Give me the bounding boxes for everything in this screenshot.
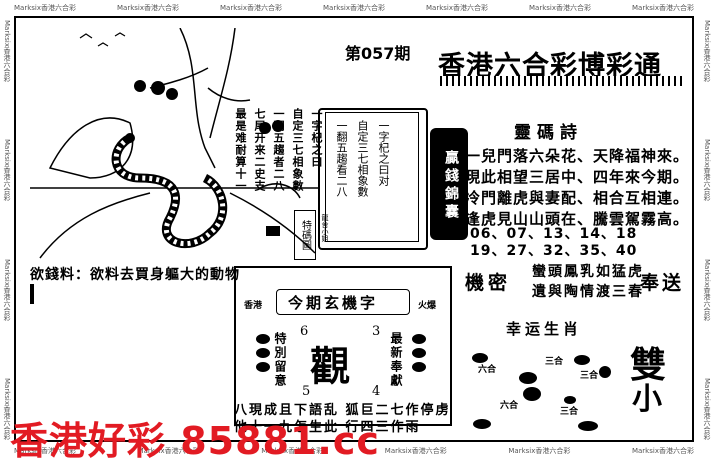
scroll-inner (325, 112, 419, 242)
scroll-column: 一字杞之曰对 (377, 120, 390, 186)
xuanji-line: 八現成且下語乱 狐巨二七作停虏 (234, 403, 451, 418)
zodiac-animal-icons (472, 353, 611, 431)
jimi-lines: 蠻頭鳳乳如猛虎 遺與陶情渡三春 (532, 262, 644, 302)
animal-icons-left (256, 334, 270, 372)
border-text: Marksix香港六合彩 (632, 4, 694, 12)
xiao-char: 小 (632, 382, 662, 417)
border-text: Marksix香港六合彩 (703, 377, 711, 440)
border-text: Marksix香港六合彩 (117, 4, 179, 12)
border-text: Marksix香港六合彩 (3, 139, 11, 202)
xuanji-right-label: 火爆 (418, 301, 437, 311)
issue-number: 第057期 (345, 44, 411, 63)
animal-icons-right (412, 334, 426, 372)
border-text: Marksix香港六合彩 (323, 4, 385, 12)
animal-icon (256, 334, 270, 344)
riddle-text: 欲錢料：欲料去買身軀大的動物 (30, 267, 240, 283)
border-text: Marksix香港六合彩 (14, 447, 76, 455)
xuanji-left-label: 香港 (244, 301, 263, 311)
border-text: Marksix香港六合彩 (3, 258, 11, 321)
xuanji-big-char: 觀 (310, 343, 350, 390)
scroll-column: 自定三七相象數 (356, 120, 369, 197)
xuanji-number: 5 (302, 384, 311, 399)
scroll-text: 一字杞之曰对 自定三七相象數 一翻五趨看二八 (333, 120, 391, 232)
brand-stripes (440, 76, 685, 86)
animal-icon (256, 348, 270, 358)
lucky-title: 幸运生肖 (506, 320, 583, 338)
hehe-label: 三合 (545, 357, 564, 367)
xuanji-box (234, 266, 452, 426)
bensong-label: 奉送 (640, 272, 685, 294)
xuanji-left-vertical: 特別留意 (273, 332, 287, 388)
xuanji-title-frame (276, 289, 410, 315)
shuang-char: 雙 (630, 344, 667, 386)
ling-ma-line: 現此相望三居中、四年來今期。 (465, 168, 690, 186)
ling-ma-line: 逢虎見山山頭在、騰雲駕霧高。 (465, 210, 690, 228)
scroll-column: 一翻五趨看二八 (335, 120, 348, 197)
border-text: Marksix香港六合彩 (3, 377, 11, 440)
scroll-frame (318, 108, 428, 250)
border-text: Marksix香港六合彩 (3, 20, 11, 82)
money-bag-icon (430, 128, 468, 240)
border-text: Marksix香港六合彩 (529, 4, 591, 12)
border-text: Marksix香港六合彩 (508, 447, 571, 455)
xuanji-number: 4 (372, 384, 381, 399)
border-text: Marksix香港六合彩 (137, 447, 200, 455)
border-text: Marksix香港六合彩 (703, 139, 711, 202)
border-text: Marksix香港六合彩 (14, 4, 76, 12)
border-right: Marksix香港六合彩 Marksix香港六合彩 Marksix香港六合彩 M… (702, 20, 712, 440)
poem-column: 一翻五趨者二八 (272, 108, 285, 192)
animal-icon (412, 362, 426, 372)
hehe-label: 三合 (580, 371, 599, 381)
ling-ma-numbers: 06、07、13、14、18 19、27、32、35、40 (470, 226, 637, 260)
hehe-label: 三合 (560, 407, 579, 417)
border-left: Marksix香港六合彩 Marksix香港六合彩 Marksix香港六合彩 M… (2, 20, 12, 440)
border-text: Marksix香港六合彩 (426, 4, 488, 12)
border-text: Marksix香港六合彩 (703, 258, 711, 321)
poem-column: 最是难耐算十一 (234, 108, 247, 192)
snake-tree-illustration (30, 28, 320, 259)
xuanji-line: 他十一九怎生此 行四三作雨 (234, 420, 421, 435)
tema-label: 特碼圖 (294, 210, 316, 260)
jimi-line: 遺與陶情渡三春 (532, 284, 644, 300)
animal-icon (412, 334, 426, 344)
ling-ma-line: 冷門離虎與妻配、相合互相連。 (465, 189, 690, 207)
riddle-bar (30, 284, 34, 304)
jimi-line: 蠻頭鳳乳如猛虎 (532, 264, 644, 280)
number-row: 06、07、13、14、18 (470, 226, 638, 242)
ling-ma-title: 靈碼詩 (514, 123, 583, 143)
jimi-label: 機密 (465, 272, 512, 294)
animal-icon (412, 348, 426, 358)
ling-ma-line: 一兒門落六朵花、天降福神來。 (465, 147, 690, 165)
xuanji-title: 今期玄機字 (288, 294, 379, 312)
poem-column: 自定三七相象數 (291, 108, 304, 192)
hehe-label: 六合 (478, 365, 497, 375)
poem-column: 七尾开来二史支 (253, 108, 266, 192)
border-bottom: Marksix香港六合彩 Marksix香港六合彩 Marksix香港六合彩 M… (14, 446, 694, 456)
border-text: Marksix香港六合彩 (631, 447, 694, 455)
scroll-small-label: 龍舍小姐 (321, 214, 329, 242)
hehe-label: 六合 (500, 401, 519, 411)
border-text: Marksix香港六合彩 (261, 447, 324, 455)
bag-label: 贏錢錦囊 (443, 150, 459, 222)
illustration-poem: 一字杞之曰 自定三七相象數 一翻五趨者二八 七尾开来二史支 最是难耐算十一 (232, 108, 324, 240)
xuanji-number: 3 (372, 324, 381, 339)
xuanji-bottom-lines: 八現成且下語乱 狐巨二七作停虏 他十一九怎生此 行四三作雨 (234, 402, 456, 436)
border-text: Marksix香港六合彩 (703, 20, 711, 82)
border-text: Marksix香港六合彩 (220, 4, 282, 12)
ling-ma-lines: 一兒門落六朵花、天降福神來。 現此相望三居中、四年來今期。 冷門離虎與妻配、相合… (465, 146, 689, 230)
border-text: Marksix香港六合彩 (384, 447, 447, 455)
xuanji-number: 6 (300, 324, 309, 339)
number-row: 19、27、32、35、40 (470, 243, 638, 259)
watermark-logo: 香港好彩 85881.cc (10, 419, 380, 463)
border-top: Marksix香港六合彩 Marksix香港六合彩 Marksix香港六合彩 M… (14, 3, 694, 13)
animal-icon (256, 362, 270, 372)
xuanji-right-vertical: 最新奉獻 (389, 332, 403, 388)
main-frame (14, 16, 694, 442)
